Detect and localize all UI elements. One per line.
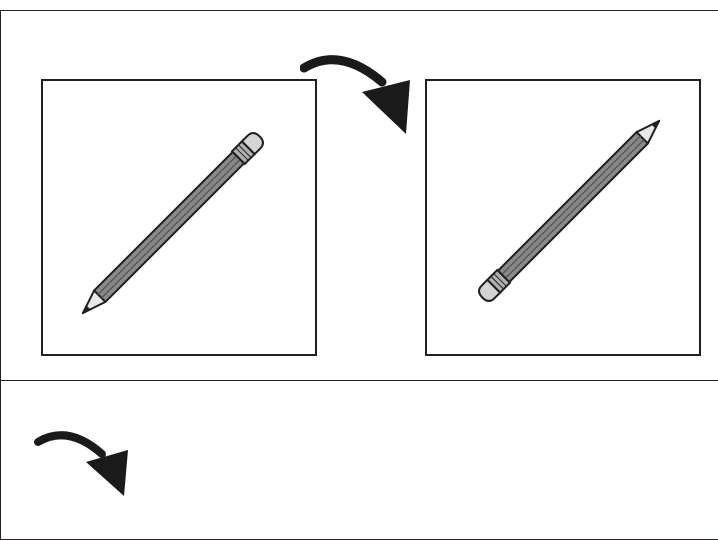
curved-arrow-icon [300,52,412,136]
curved-arrow-icon-bottom [34,428,130,498]
pencil-icon-rotated [478,119,661,302]
panel-after [425,79,701,356]
panel-before [41,79,317,356]
pencil-icon [81,132,264,315]
